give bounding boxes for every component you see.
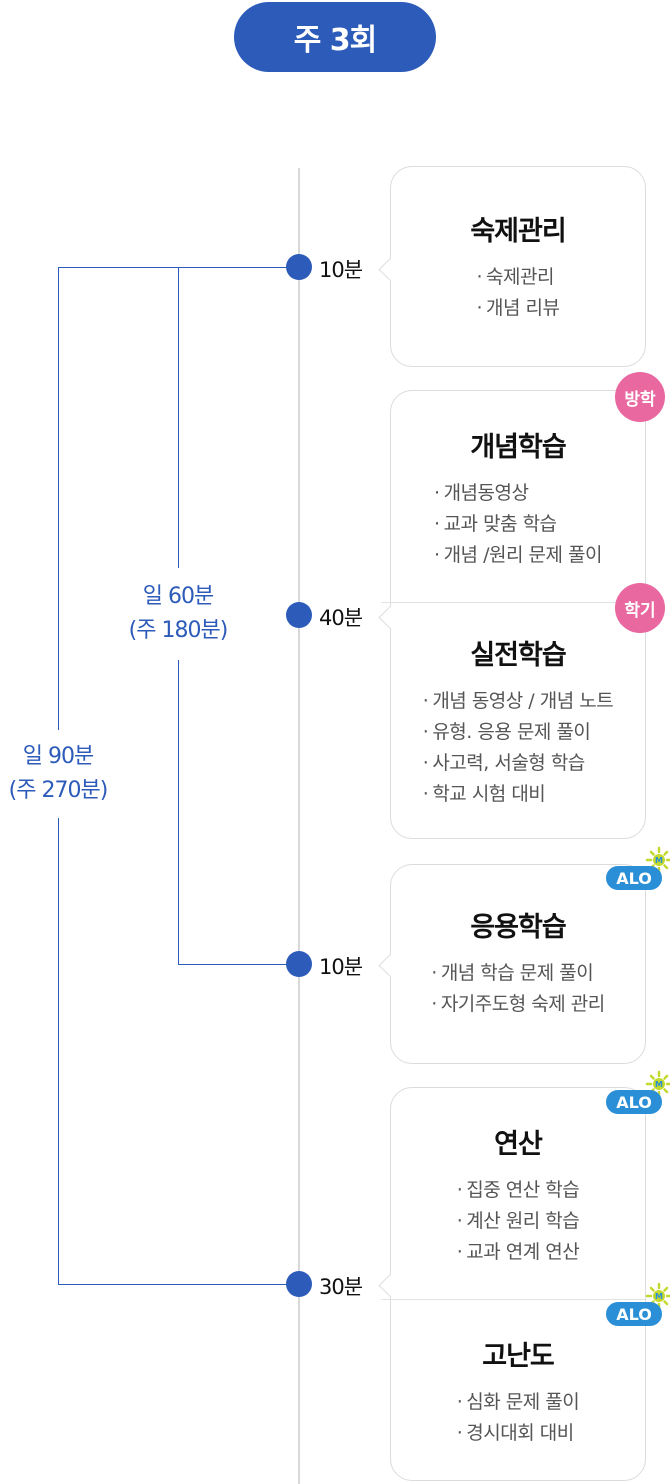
svg-text:ALO: ALO xyxy=(616,1093,652,1112)
list-item: 개념 /원리 문제 풀이 xyxy=(434,540,603,571)
list-item: 개념 동영상 / 개념 노트 xyxy=(423,686,613,717)
section-title: 숙제관리 xyxy=(470,216,566,247)
svg-text:M: M xyxy=(655,1080,663,1089)
alo-logo-icon: M ALO xyxy=(606,846,670,890)
list-item: 개념동영상 xyxy=(434,478,602,509)
inner-range-weekly: (주 180분) xyxy=(128,618,229,643)
section-title: 개념학습 xyxy=(470,432,566,463)
item-list: 심화 문제 풀이 경시대회 대비 xyxy=(457,1387,580,1449)
list-item: 유형. 응용 문제 풀이 xyxy=(423,717,613,748)
section-title: 고난도 xyxy=(482,1341,555,1372)
card-application: 응용학습 개념 학습 문제 풀이 자기주도형 숙제 관리 xyxy=(378,864,646,1064)
list-item: 심화 문제 풀이 xyxy=(457,1387,579,1418)
list-item: 집중 연산 학습 xyxy=(457,1175,579,1206)
list-item: 자기주도형 숙제 관리 xyxy=(431,989,605,1020)
inner-bracket-bottom xyxy=(178,964,298,965)
list-item: 숙제관리 xyxy=(476,262,559,293)
section-concept: 개념학습 개념동영상 교과 맞춤 학습 개념 /원리 문제 풀이 xyxy=(391,425,645,571)
outer-range-label: 일 90분 (주 270분) xyxy=(0,730,118,818)
section-title: 실전학습 xyxy=(470,640,566,671)
time-label-2: 40분 xyxy=(319,606,363,630)
list-item: 개념 학습 문제 풀이 xyxy=(431,958,604,989)
timeline-axis xyxy=(298,168,300,1484)
svg-text:M: M xyxy=(655,1292,663,1301)
list-item: 경시대회 대비 xyxy=(457,1418,580,1449)
item-list: 개념 동영상 / 개념 노트 유형. 응용 문제 풀이 사고력, 서술형 학습 … xyxy=(423,686,613,810)
alo-logo-icon: M ALO xyxy=(606,1282,670,1326)
svg-text:ALO: ALO xyxy=(616,869,652,888)
inner-range-label: 일 60분 (주 180분) xyxy=(108,568,248,660)
section-application: 응용학습 개념 학습 문제 풀이 자기주도형 숙제 관리 xyxy=(391,905,645,1020)
list-item: 사고력, 서술형 학습 xyxy=(423,748,613,779)
section-divider xyxy=(381,602,645,603)
timeline-dot-3 xyxy=(286,951,312,977)
section-title: 응용학습 xyxy=(470,912,566,943)
svg-text:M: M xyxy=(655,856,663,865)
list-item: 계산 원리 학습 xyxy=(457,1206,579,1237)
svg-text:ALO: ALO xyxy=(616,1305,652,1324)
schedule-title: 주 3회 xyxy=(234,2,436,72)
time-label-3: 10분 xyxy=(319,955,363,979)
section-calculation: 연산 집중 연산 학습 계산 원리 학습 교과 연계 연산 xyxy=(391,1122,645,1268)
card-pointer xyxy=(378,1273,403,1298)
card-pointer xyxy=(378,605,403,630)
section-advanced: 고난도 심화 문제 풀이 경시대회 대비 xyxy=(391,1334,645,1449)
alo-logo-icon: M ALO xyxy=(606,1070,670,1114)
section-divider xyxy=(381,1299,645,1300)
vacation-badge: 방학 xyxy=(615,372,665,422)
list-item: 교과 맞춤 학습 xyxy=(434,509,602,540)
list-item: 개념 리뷰 xyxy=(476,293,560,324)
section-title: 연산 xyxy=(494,1129,543,1160)
outer-bracket-bottom xyxy=(58,1284,298,1285)
timeline-dot-4 xyxy=(286,1271,312,1297)
list-item: 교과 연계 연산 xyxy=(457,1237,579,1268)
card-calculation-advanced: 연산 집중 연산 학습 계산 원리 학습 교과 연계 연산 고난도 심화 문제 … xyxy=(378,1087,646,1481)
time-label-1: 10분 xyxy=(319,258,363,282)
card-homework: 숙제관리 숙제관리 개념 리뷰 xyxy=(378,166,646,367)
section-homework: 숙제관리 숙제관리 개념 리뷰 xyxy=(391,209,645,324)
semester-badge: 학기 xyxy=(615,583,665,633)
item-list: 개념 학습 문제 풀이 자기주도형 숙제 관리 xyxy=(431,958,605,1020)
list-item: 학교 시험 대비 xyxy=(423,779,613,810)
item-list: 집중 연산 학습 계산 원리 학습 교과 연계 연산 xyxy=(457,1175,579,1268)
timeline-dot-1 xyxy=(286,254,312,280)
item-list: 개념동영상 교과 맞춤 학습 개념 /원리 문제 풀이 xyxy=(434,478,603,571)
card-concept-practice: 개념학습 개념동영상 교과 맞춤 학습 개념 /원리 문제 풀이 실전학습 개념… xyxy=(378,390,646,839)
inner-range-daily: 일 60분 xyxy=(142,584,214,609)
section-practice: 실전학습 개념 동영상 / 개념 노트 유형. 응용 문제 풀이 사고력, 서술… xyxy=(391,633,645,810)
outer-range-daily: 일 90분 xyxy=(22,744,94,769)
time-label-4: 30분 xyxy=(319,1275,363,1299)
outer-range-weekly: (주 270분) xyxy=(8,778,109,803)
timeline-dot-2 xyxy=(286,602,312,628)
item-list: 숙제관리 개념 리뷰 xyxy=(476,262,560,324)
